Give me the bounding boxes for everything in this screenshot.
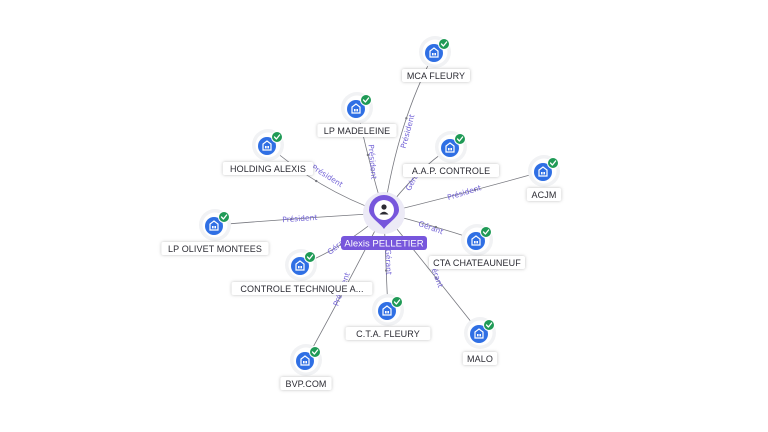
company-node-mca-fleury[interactable]: MCA FLEURY	[402, 36, 470, 82]
building-icon	[347, 100, 365, 118]
company-name: MALO	[467, 354, 493, 364]
building-icon	[291, 257, 309, 275]
company-name: BVP.COM	[285, 379, 326, 389]
relation-label: Président	[310, 163, 344, 189]
relation-label: Président	[399, 113, 417, 149]
company-name: MCA FLEURY	[407, 71, 465, 81]
company-node-holding-alexis[interactable]: HOLDING ALEXIS	[222, 129, 314, 175]
relation-edge-acjm: Président	[383, 170, 545, 214]
company-name: A.A.P. CONTROLE	[412, 166, 490, 176]
building-icon	[205, 217, 223, 235]
relation-label: Gérant	[417, 219, 444, 236]
center-person-node[interactable]: Alexis PELLETIER	[341, 192, 427, 250]
person-name-badge	[341, 236, 427, 250]
node-label-box	[317, 124, 397, 137]
company-node-lp-olivet-montees[interactable]: LP OLIVET MONTEES	[161, 209, 269, 255]
building-icon	[470, 325, 488, 343]
relation-label: Président	[446, 183, 482, 202]
relation-label: Président	[282, 213, 318, 224]
check-icon	[483, 319, 495, 331]
node-label-box	[462, 352, 498, 365]
node-label-box	[403, 164, 499, 177]
check-icon	[218, 211, 230, 223]
person-name: Alexis PELLETIER	[344, 239, 423, 250]
building-icon	[378, 302, 396, 320]
relation-label: Président	[366, 144, 378, 180]
company-node-malo[interactable]: MALO	[462, 317, 498, 365]
edge-arrow	[315, 179, 318, 183]
check-icon	[454, 133, 466, 145]
check-icon	[391, 296, 403, 308]
company-node-bvp-com[interactable]: BVP.COM	[280, 344, 332, 390]
node-label-box	[429, 256, 525, 269]
company-name: HOLDING ALEXIS	[230, 164, 306, 174]
check-icon	[309, 346, 321, 358]
node-label-box	[526, 188, 562, 201]
building-icon	[258, 137, 276, 155]
relation-edge-lp-olivet-montees: Président	[214, 212, 385, 226]
company-name: LP OLIVET MONTEES	[168, 244, 262, 254]
check-icon	[360, 94, 372, 106]
edge-arrow	[290, 217, 293, 221]
company-node-aap-controle[interactable]: A.A.P. CONTROLE	[403, 131, 499, 177]
node-label-box	[231, 282, 373, 295]
edge-line	[383, 51, 436, 214]
company-name: LP MADELEINE	[324, 126, 391, 136]
building-icon	[467, 232, 485, 250]
check-icon	[547, 157, 559, 169]
building-icon	[425, 44, 443, 62]
company-name: CTA CHATEAUNEUF	[433, 258, 521, 268]
check-icon	[304, 251, 316, 263]
company-node-lp-madeleine[interactable]: LP MADELEINE	[317, 92, 397, 137]
node-layer: MCA FLEURY LP MADELEINE A.A.P. CONTROLE HOL…	[161, 36, 562, 390]
check-icon	[438, 38, 450, 50]
building-icon	[534, 163, 552, 181]
node-label-box	[402, 69, 470, 82]
edge-arrow	[366, 153, 370, 157]
building-icon	[441, 139, 459, 157]
edge-arrow	[473, 188, 477, 192]
node-label-box	[345, 327, 431, 340]
edge-arrow	[434, 276, 438, 279]
check-icon	[271, 131, 283, 143]
company-name: ACJM	[532, 190, 557, 200]
company-node-cta-chateauneuf[interactable]: CTA CHATEAUNEUF	[429, 224, 525, 269]
person-pin-icon	[369, 195, 399, 229]
company-name: CONTROLE TECHNIQUE A...	[240, 284, 363, 294]
company-node-controle-technique[interactable]: CONTROLE TECHNIQUE A...	[231, 249, 373, 295]
relation-label: Gérant	[384, 249, 394, 275]
check-icon	[480, 226, 492, 238]
company-node-acjm[interactable]: ACJM	[526, 155, 562, 201]
node-label-box	[222, 162, 314, 175]
building-icon	[296, 352, 314, 370]
node-label-box	[280, 377, 332, 390]
company-node-cta-fleury[interactable]: C.T.A. FLEURY	[345, 294, 431, 340]
node-label-box	[161, 242, 269, 255]
edge-arrow	[385, 269, 388, 272]
edge-arrow	[434, 225, 438, 229]
edge-arrow	[405, 117, 408, 120]
company-name: C.T.A. FLEURY	[356, 329, 420, 339]
